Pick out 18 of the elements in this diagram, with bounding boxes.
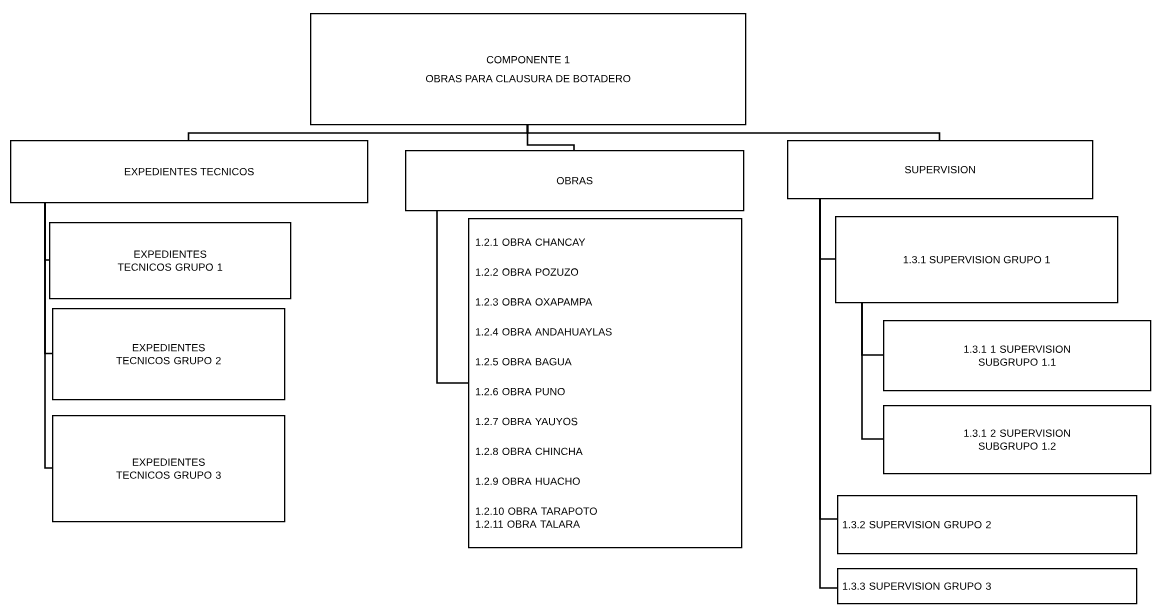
group-box: 1.3.3 SUPERVISION GRUPO 3 <box>837 568 1138 605</box>
subgroup-box: 1.3.1 1 SUPERVISION SUBGRUPO 1.1 <box>883 320 1152 392</box>
title-box: COMPONENTE 1 OBRAS PARA CLAUSURA DE BOTADERO <box>310 13 747 126</box>
category-box: EXPEDIENTES TECNICOS <box>10 140 369 204</box>
connector <box>861 301 884 440</box>
connector <box>44 201 53 469</box>
category-box: OBRAS <box>405 150 745 212</box>
group-box: EXPEDIENTES TECNICOS GRUPO 1 <box>49 222 292 300</box>
subgroup-box: 1.3.1 2 SUPERVISION SUBGRUPO 1.2 <box>883 405 1152 475</box>
connector <box>819 197 838 589</box>
group-box: 1.3.2 SUPERVISION GRUPO 2 <box>837 495 1138 555</box>
group-box: 1.3.1 SUPERVISION GRUPO 1 <box>835 216 1119 304</box>
group-box: EXPEDIENTES TECNICOS GRUPO 2 <box>52 308 286 401</box>
group-box: EXPEDIENTES TECNICOS GRUPO 3 <box>52 415 286 523</box>
list-box: 1.2.1 OBRA CHANCAY 1.2.2 OBRA POZUZO 1.2.3 OBRA OXAPAMPA 1.2.4 OBRA ANDAHUAYLAS 1.2.5 OBRA BAGUA 1.2.6 OBRA PUNO 1.2.7 OBRA YAUYOS 1.2.8 OBRA CHINCHA 1.2.9 OBRA HUACHO 1.2.10 OBRA TARAPOTO 1.2.11 OBRA TALARA <box>468 218 743 549</box>
connector <box>436 209 469 384</box>
connector <box>526 123 941 141</box>
category-box: SUPERVISION <box>787 140 1094 200</box>
